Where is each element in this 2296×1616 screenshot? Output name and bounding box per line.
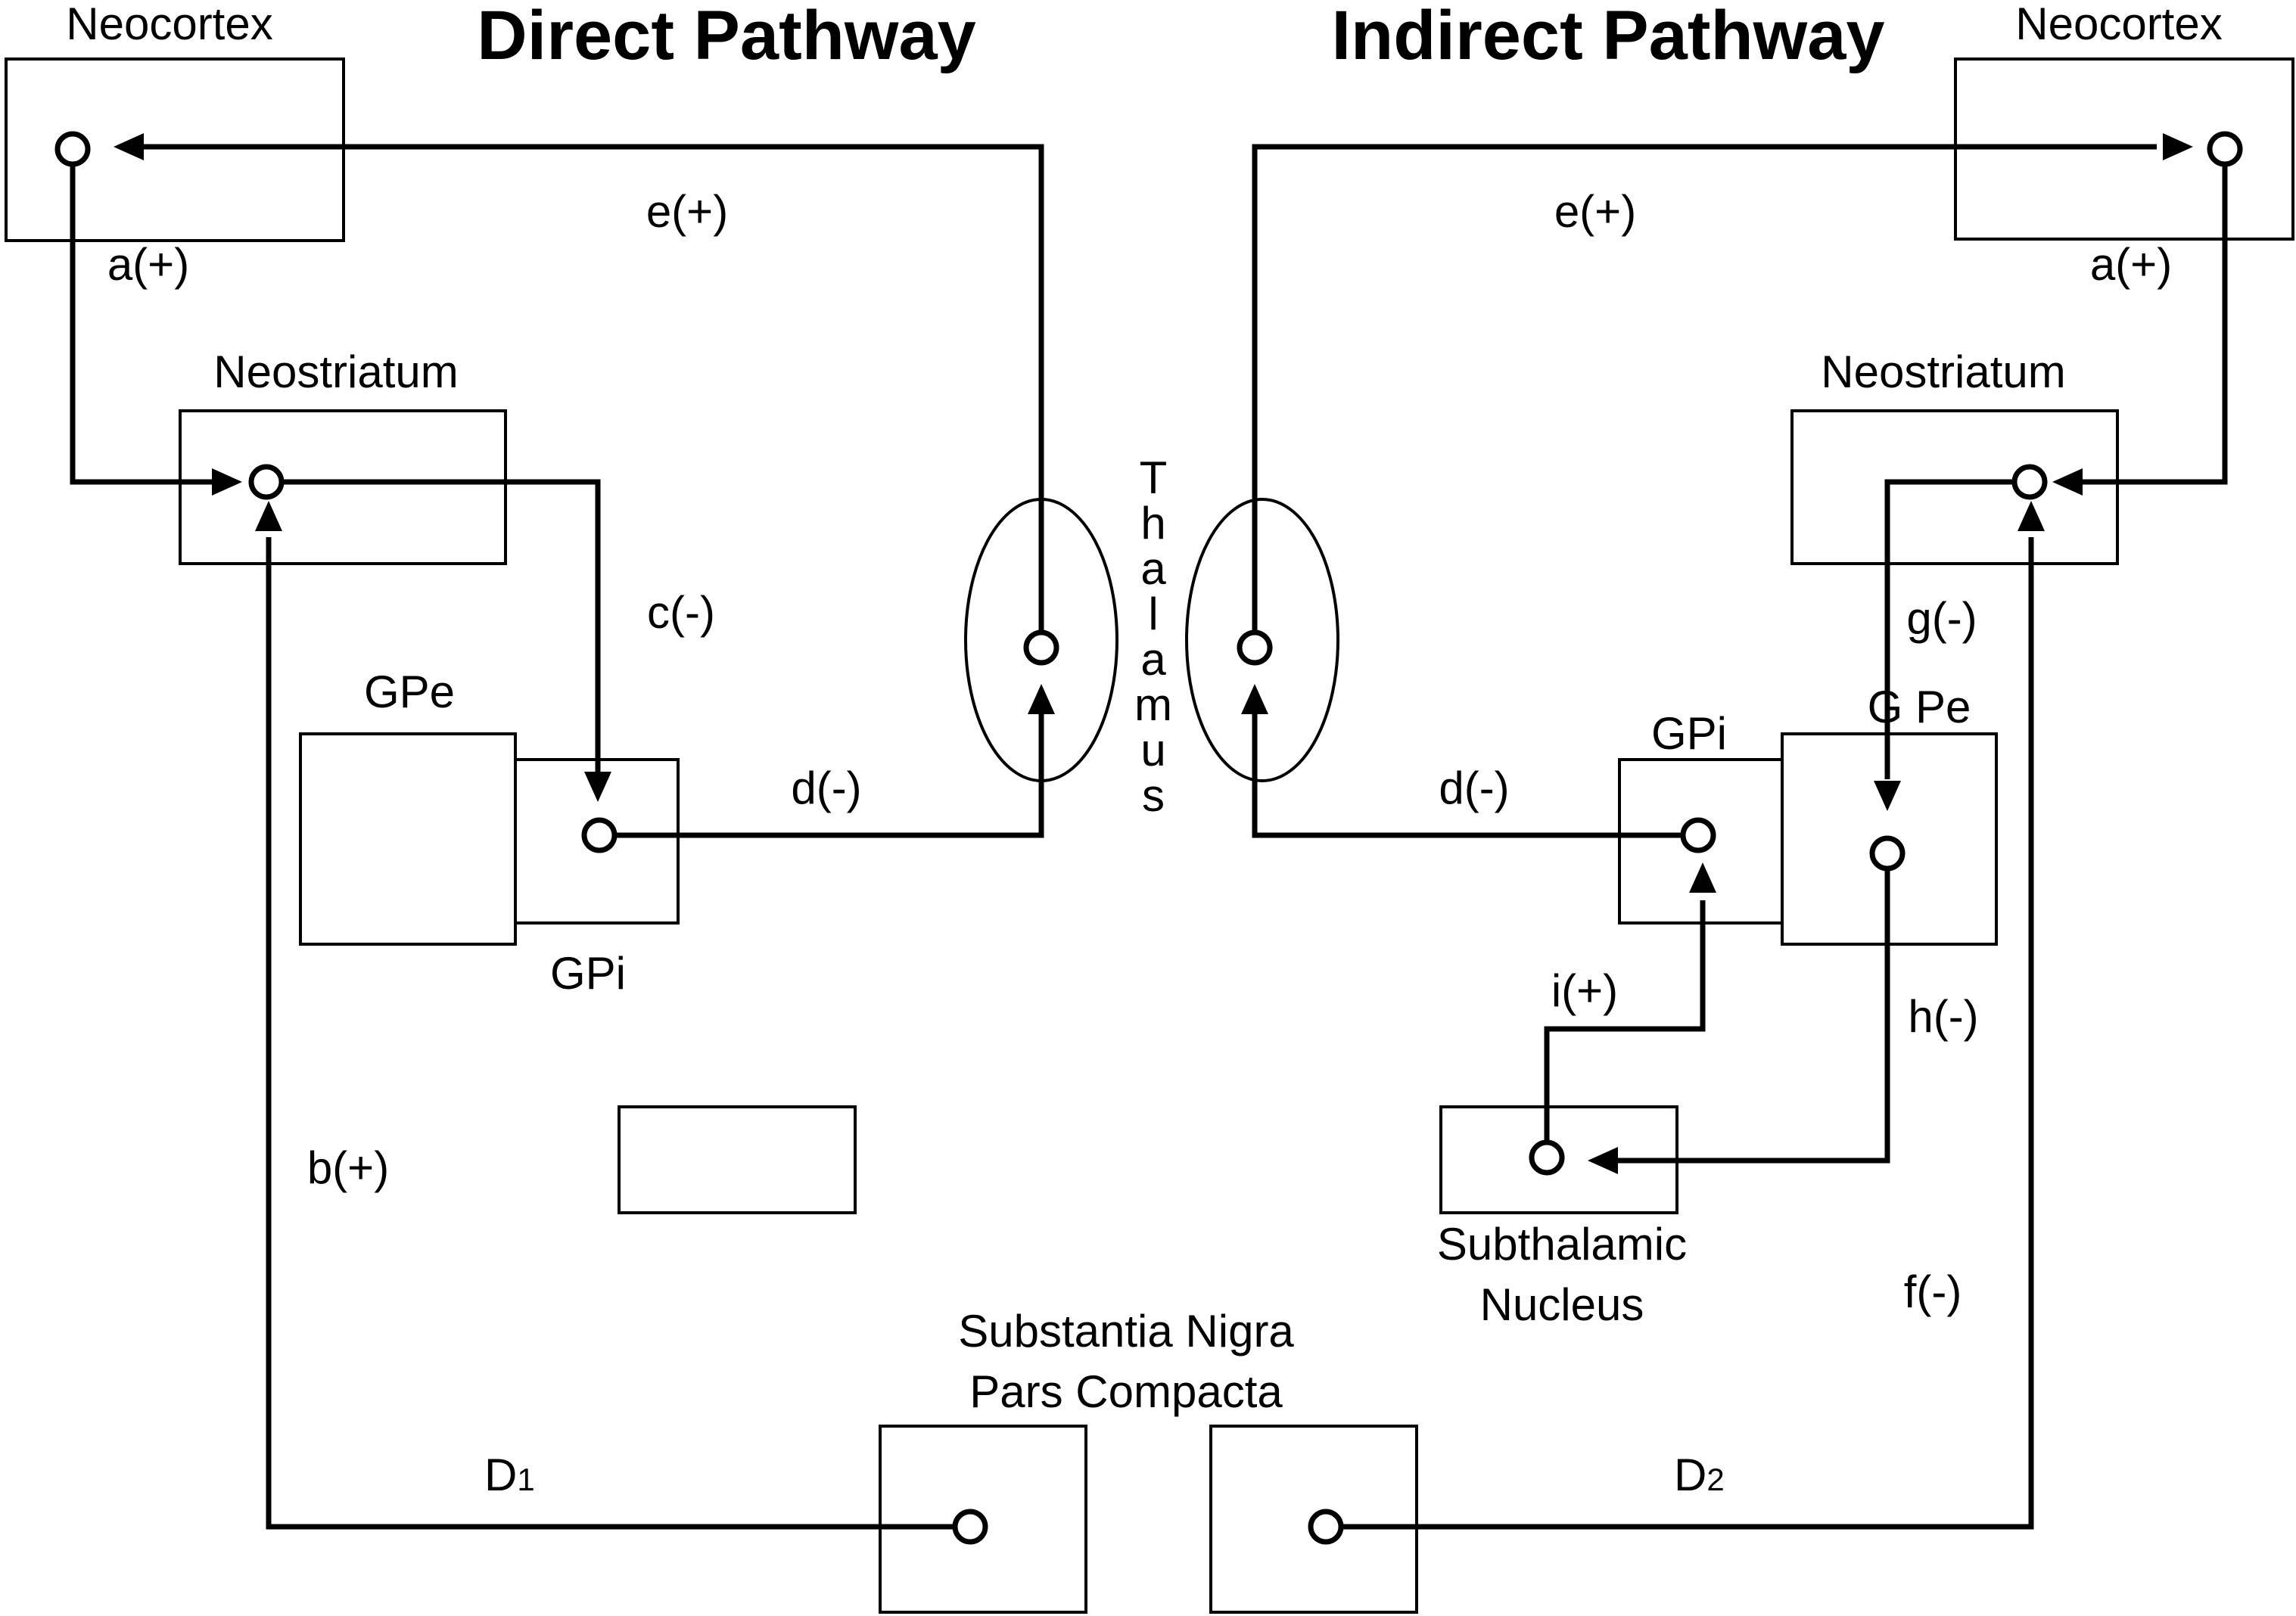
direct-edge-d xyxy=(599,691,1044,838)
indirect-edge-g-label: g(-) xyxy=(1906,593,1977,644)
indirect-arrow-g xyxy=(1874,781,1901,811)
thalamus-letter: l xyxy=(1148,589,1158,639)
direct-edge-a xyxy=(70,149,236,485)
direct-edge-e-label: e(+) xyxy=(646,186,728,237)
indirect-edge-d xyxy=(1252,691,1698,838)
indirect-edge-h xyxy=(1616,853,1890,1164)
indirect-edge-f-label: f(-) xyxy=(1904,1266,1962,1317)
direct-neocortex: Neocortex xyxy=(5,0,345,242)
indirect-gpi-node xyxy=(1680,817,1716,853)
thalamus-letter: T xyxy=(1140,452,1168,503)
indirect-gpe-label: G Pe xyxy=(1868,682,1971,732)
direct-arrow-c xyxy=(584,772,611,802)
thalamus-right-ellipse xyxy=(1185,498,1339,782)
direct-gpi-label: GPi xyxy=(550,948,626,999)
direct-neocortex-node xyxy=(54,131,91,167)
direct-edge-e xyxy=(139,144,1044,648)
direct-unlabeled-box xyxy=(618,1105,857,1214)
indirect-gpi-label: GPi xyxy=(1651,708,1727,759)
indirect-arrow-d xyxy=(1241,684,1268,714)
indirect-neocortex-label: Neocortex xyxy=(2015,0,2222,49)
snpc-left-box xyxy=(879,1425,1087,1614)
direct-gpi: GPi xyxy=(514,758,680,999)
direct-receptor-label: D1 xyxy=(484,1450,535,1500)
direct-edge-b-label: b(+) xyxy=(307,1142,389,1193)
indirect-edge-i xyxy=(1544,900,1706,1158)
indirect-arrow-e xyxy=(2163,133,2193,160)
direct-arrow-a xyxy=(212,468,242,496)
indirect-edge-i-label: i(+) xyxy=(1551,965,1618,1016)
indirect-arrow-a xyxy=(2052,468,2083,496)
indirect-neostriatum-label: Neostriatum xyxy=(1821,347,2065,397)
thalamus-letter: a xyxy=(1140,543,1166,594)
thalamus: T h a l a m u s xyxy=(964,452,1339,821)
indirect-neostriatum: Neostriatum xyxy=(1790,347,2119,565)
thalamus-letter: u xyxy=(1140,725,1165,775)
thalamus-letter: m xyxy=(1134,679,1172,730)
direct-edge-c-label: c(-) xyxy=(647,587,715,638)
substantia-nigra-pars-compacta: Substantia Nigra Pars Compacta xyxy=(879,1306,1418,1614)
indirect-edge-a-label: a(+) xyxy=(2090,239,2172,290)
indirect-arrow-h xyxy=(1588,1147,1618,1174)
indirect-edge-e xyxy=(1252,144,2157,648)
direct-gpe-label: GPe xyxy=(364,667,455,717)
snpc-label-line1: Substantia Nigra xyxy=(958,1306,1294,1357)
indirect-receptor-label: D2 xyxy=(1674,1450,1725,1500)
indirect-neocortex-node xyxy=(2207,131,2243,167)
direct-gpi-node xyxy=(581,817,618,853)
direct-pathway-title: Direct Pathway xyxy=(477,0,976,74)
direct-neocortex-label: Neocortex xyxy=(66,0,272,49)
direct-arrow-b xyxy=(255,501,282,531)
direct-gpe: GPe xyxy=(299,667,517,946)
direct-edge-c xyxy=(266,479,601,772)
direct-edge-d-label: d(-) xyxy=(791,763,861,813)
direct-edge-a-label: a(+) xyxy=(107,239,189,290)
stn-label-line1: Subthalamic xyxy=(1437,1219,1687,1269)
indirect-edge-a xyxy=(2060,149,2228,485)
indirect-arrow-f xyxy=(2018,501,2045,531)
indirect-edge-d-label: d(-) xyxy=(1439,763,1509,813)
thalamus-left-node xyxy=(1023,629,1059,666)
thalamus-letter: s xyxy=(1142,770,1165,821)
indirect-neocortex: Neocortex xyxy=(1954,0,2294,241)
indirect-edge-f xyxy=(1326,537,2034,1530)
direct-neostriatum-label: Neostriatum xyxy=(213,347,458,397)
subthalamic-nucleus: Subthalamic Nucleus xyxy=(1437,1105,1687,1330)
stn-label-line2: Nucleus xyxy=(1480,1279,1644,1330)
indirect-edge-e-label: e(+) xyxy=(1554,186,1636,237)
indirect-gpe-node xyxy=(1869,835,1906,872)
thalamus-letter: h xyxy=(1140,498,1165,549)
thalamus-right-node xyxy=(1237,629,1273,666)
snpc-right-box xyxy=(1209,1425,1418,1614)
indirect-neostriatum-node xyxy=(2011,464,2048,500)
snpc-label-line2: Pars Compacta xyxy=(969,1366,1283,1417)
snpc-left-node xyxy=(952,1509,988,1545)
indirect-arrow-i xyxy=(1689,862,1716,893)
indirect-pathway-title: Indirect Pathway xyxy=(1331,0,1884,74)
direct-edge-b xyxy=(266,537,970,1530)
direct-arrow-e xyxy=(114,133,144,160)
thalamus-letter: a xyxy=(1140,634,1166,685)
direct-arrow-d xyxy=(1028,684,1055,714)
stn-node xyxy=(1529,1139,1565,1176)
snpc-right-node xyxy=(1308,1509,1344,1545)
direct-neostriatum: Neostriatum xyxy=(179,347,507,565)
direct-neostriatum-node xyxy=(248,464,285,500)
indirect-edge-g xyxy=(1884,479,2030,779)
indirect-edge-h-label: h(-) xyxy=(1908,991,1978,1042)
